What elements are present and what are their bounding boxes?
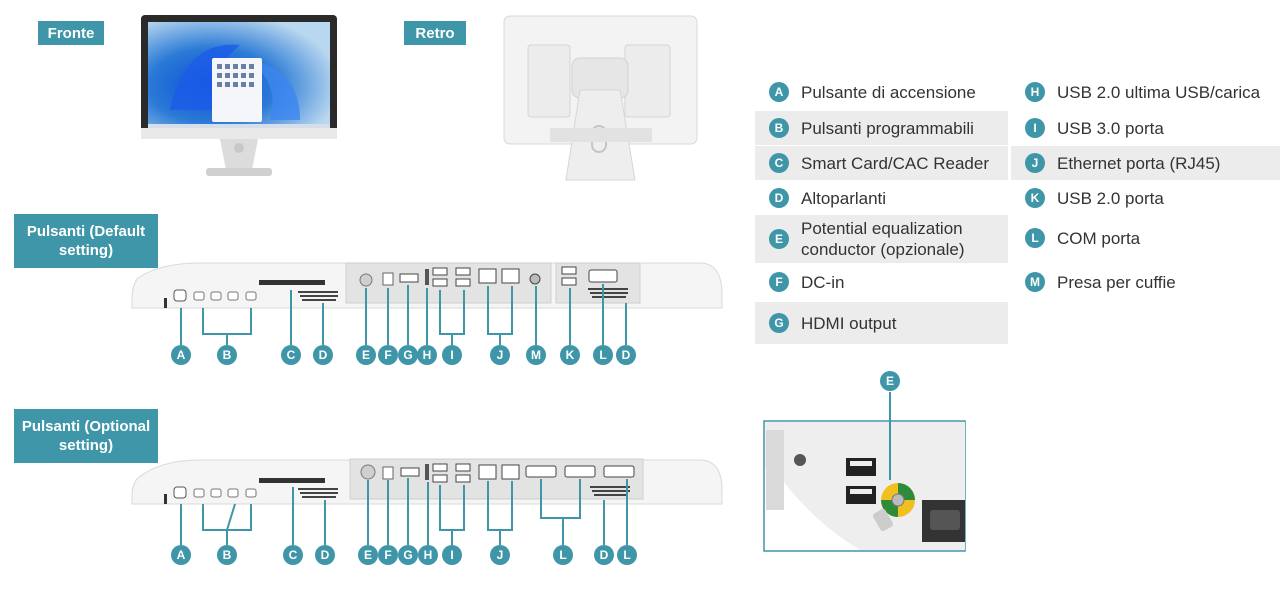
legend-badge-C: C bbox=[769, 153, 789, 173]
legend-badge-G: G bbox=[769, 313, 789, 333]
legend-badge-A: A bbox=[769, 82, 789, 102]
legend-label-D: Altoparlanti bbox=[801, 188, 887, 208]
legend-badge-I: I bbox=[1025, 118, 1045, 138]
callout-F: F bbox=[378, 345, 398, 365]
callout-B: B bbox=[217, 545, 237, 565]
legend-label-A: Pulsante di accensione bbox=[801, 82, 976, 102]
legend-label-C: Smart Card/CAC Reader bbox=[801, 153, 990, 173]
legend-item-E: E Potential equalization conductor (opzi… bbox=[755, 215, 1008, 263]
legend-label-L: COM porta bbox=[1057, 228, 1141, 248]
legend-badge-J: J bbox=[1025, 153, 1045, 173]
legend-item-A: A Pulsante di accensione bbox=[755, 75, 1008, 109]
legend-badge-E: E bbox=[769, 229, 789, 249]
callout-D: D bbox=[313, 345, 333, 365]
legend-badge-H: H bbox=[1025, 82, 1045, 102]
legend-badge-K: K bbox=[1025, 188, 1045, 208]
callout-G: G bbox=[398, 345, 418, 365]
callout-I: I bbox=[442, 545, 462, 565]
callout-G: G bbox=[398, 545, 418, 565]
legend-item-M: M Presa per cuffie bbox=[1011, 265, 1280, 299]
legend-label-E: Potential equalization conductor (opzion… bbox=[801, 219, 965, 259]
callout-L-right: L bbox=[617, 545, 637, 565]
legend-item-J: J Ethernet porta (RJ45) bbox=[1011, 146, 1280, 180]
legend-label-K: USB 2.0 porta bbox=[1057, 188, 1164, 208]
callout-D-right: D bbox=[594, 545, 614, 565]
legend-item-I: I USB 3.0 porta bbox=[1011, 111, 1280, 145]
callout-H: H bbox=[418, 545, 438, 565]
callout-L: L bbox=[593, 345, 613, 365]
callout-C: C bbox=[281, 345, 301, 365]
legend-item-F: F DC-in bbox=[755, 265, 1008, 299]
callout-D-right: D bbox=[616, 345, 636, 365]
callout-F: F bbox=[378, 545, 398, 565]
callout-I: I bbox=[442, 345, 462, 365]
legend-label-M: Presa per cuffie bbox=[1057, 272, 1176, 292]
legend-label-J: Ethernet porta (RJ45) bbox=[1057, 153, 1221, 173]
front-label: Fronte bbox=[38, 21, 104, 45]
back-label: Retro bbox=[404, 21, 466, 45]
callout-M: M bbox=[526, 345, 546, 365]
legend-label-H: USB 2.0 ultima USB/carica bbox=[1057, 82, 1261, 102]
legend-item-L: L COM porta bbox=[1011, 221, 1280, 255]
legend-badge-F: F bbox=[769, 272, 789, 292]
callout-H: H bbox=[417, 345, 437, 365]
callout-B: B bbox=[217, 345, 237, 365]
legend-label-I: USB 3.0 porta bbox=[1057, 118, 1164, 138]
callout-K: K bbox=[560, 345, 580, 365]
callout-E: E bbox=[358, 545, 378, 565]
callout-L: L bbox=[553, 545, 573, 565]
legend-label-G: HDMI output bbox=[801, 313, 897, 333]
legend-label-B: Pulsanti programmabili bbox=[801, 118, 974, 138]
callout-A: A bbox=[171, 345, 191, 365]
legend-item-H: H USB 2.0 ultima USB/carica bbox=[1011, 75, 1280, 109]
legend-badge-B: B bbox=[769, 118, 789, 138]
callout-D: D bbox=[315, 545, 335, 565]
legend-item-C: C Smart Card/CAC Reader bbox=[755, 146, 1008, 180]
legend-item-D: D Altoparlanti bbox=[755, 181, 1008, 215]
callout-A: A bbox=[171, 545, 191, 565]
legend-label-F: DC-in bbox=[801, 272, 845, 292]
callout-J: J bbox=[490, 345, 510, 365]
callout-E: E bbox=[356, 345, 376, 365]
optional-setting-label: Pulsanti (Optional setting) bbox=[14, 409, 158, 463]
legend-item-K: K USB 2.0 porta bbox=[1011, 181, 1280, 215]
legend-item-G: G HDMI output bbox=[755, 302, 1008, 344]
callout-J: J bbox=[490, 545, 510, 565]
callout-E-zoom: E bbox=[880, 371, 900, 391]
legend-item-B: B Pulsanti programmabili bbox=[755, 111, 1008, 145]
callout-C: C bbox=[283, 545, 303, 565]
default-setting-label: Pulsanti (Default setting) bbox=[14, 214, 158, 268]
legend-badge-D: D bbox=[769, 188, 789, 208]
legend-badge-M: M bbox=[1025, 272, 1045, 292]
legend-badge-L: L bbox=[1025, 228, 1045, 248]
